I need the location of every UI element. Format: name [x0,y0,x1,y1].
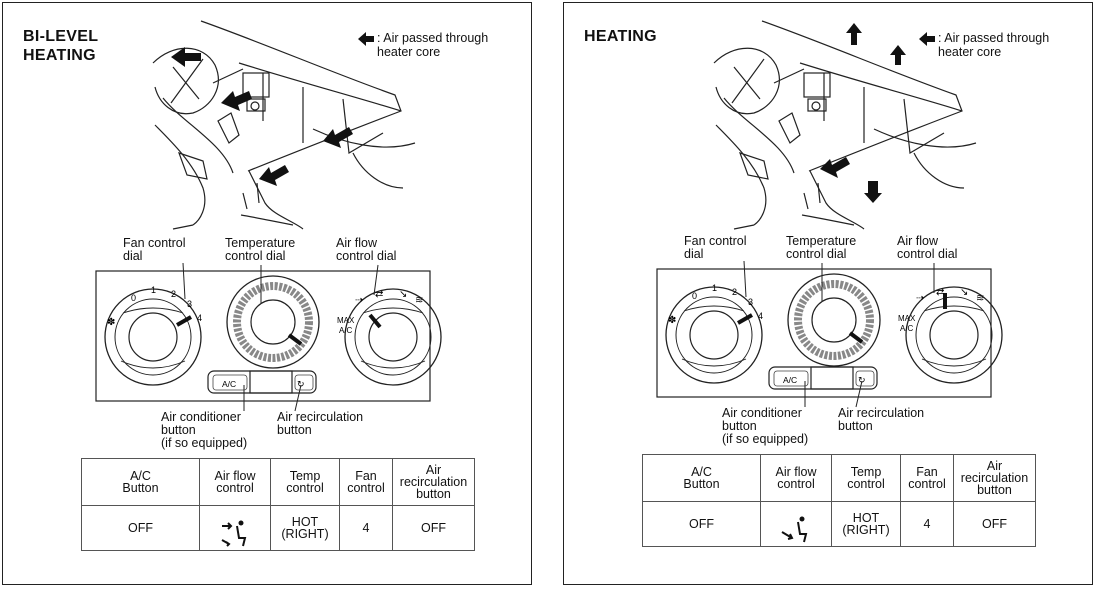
legend-text: : Air passed through heater core [938,31,1050,59]
svg-text:2: 2 [171,289,176,299]
air-conditioner-button-label: Air conditioner button (if so equipped) [722,406,809,446]
air-flow-control-dial[interactable]: ⇢ ⇄ ↘ ≋ MAX A/C [337,288,442,386]
defrost-mode-icon: ≋ [415,295,423,306]
header-ac-button: A/C Button [642,454,761,502]
temperature-control-dial-label: Temperature control dial [225,236,296,263]
face-vent-arrow-icon [171,47,201,67]
foot-mode-icon: ↘ [399,289,407,300]
header-temp-control: Temp control [831,454,901,502]
heating-panel: HEATING : Air passed through heater core [563,2,1093,585]
max-ac-label: MAX [337,316,355,325]
value-ac-button: OFF [642,501,761,547]
control-panel-outline [656,268,992,398]
svg-text:A/C: A/C [222,379,236,389]
max-ac-label: MAX [898,314,916,323]
air-recirculation-button[interactable] [294,374,314,391]
dashboard-illustration: 0 1 2 3 4 ✽ ⇢ ⇄ ↘ ≋ MAX A/C [656,20,1003,408]
svg-text:2: 2 [732,287,737,297]
side-defrost-up-arrow-icon [890,45,906,65]
panel-title: BI-LEVEL HEATING [23,28,99,64]
svg-text:3: 3 [748,297,753,307]
fan-icon: ✽ [107,317,115,328]
header-air-flow-control: Air flow control [199,458,271,506]
settings-table: A/C Button Air flow control Temp control… [642,454,1036,547]
airflow-arrows [820,23,906,203]
bi-level-mode-icon: ⇄ [375,289,383,300]
defrost-mode-icon: ≋ [976,293,984,304]
header-air-recirculation-button: Air recirculation button [953,454,1036,502]
svg-text:A/C: A/C [900,324,914,333]
ac-button[interactable] [773,370,809,387]
legend-arrow-icon [358,32,374,46]
foot-mode-icon: ↘ [960,287,968,298]
svg-text:0: 0 [692,291,697,301]
svg-text:1: 1 [712,283,717,293]
air-flow-control-dial[interactable]: ⇢ ⇄ ↘ ≋ MAX A/C [898,286,1003,384]
foot-mode-icon [781,516,808,543]
button-bar: A/C ↻ [207,370,317,394]
face-mode-icon: ⇢ [355,295,363,306]
fan-control-dial[interactable]: 0 1 2 3 4 ✽ [665,283,763,384]
value-air-flow-control [199,505,271,551]
svg-text:1: 1 [151,285,156,295]
face-mode-icon: ⇢ [916,293,924,304]
header-ac-button: A/C Button [81,458,200,506]
header-fan-control: Fan control [900,454,954,502]
header-air-flow-control: Air flow control [760,454,832,502]
header-temp-control: Temp control [270,458,340,506]
legend-text: : Air passed through heater core [377,31,489,59]
value-fan-control: 4 [339,505,393,551]
header-air-recirculation-button: Air recirculation button [392,458,475,506]
air-flow-control-dial-label: Air flow control dial [336,236,397,263]
value-temp-control: HOT (RIGHT) [831,501,901,547]
floor-arrow-icon [259,165,289,186]
fan-control-dial[interactable]: 0 1 2 3 4 ✽ [104,285,202,386]
value-air-recirculation: OFF [953,501,1036,547]
fan-control-dial-label: Fan control dial [123,236,186,263]
fan-control-dial-label: Fan control dial [684,234,747,261]
air-recirculation-button-label: Air recirculation button [277,410,364,437]
legend-arrow-icon [919,32,935,46]
header-fan-control: Fan control [339,458,393,506]
air-flow-control-dial-label: Air flow control dial [897,234,958,261]
control-panel-outline [95,270,431,402]
temperature-control-dial[interactable] [226,275,320,369]
floor-arrow-icon [820,157,850,178]
button-bar: A/C ↻ [768,366,878,390]
bi-level-heating-panel: BI-LEVEL HEATING : Air passed through he… [2,2,532,585]
panel-title: HEATING [584,28,657,45]
settings-table: A/C Button Air flow control Temp control… [81,458,475,551]
temperature-control-dial[interactable] [787,273,881,367]
fan-icon: ✽ [668,315,676,326]
value-ac-button: OFF [81,505,200,551]
svg-text:4: 4 [197,313,202,323]
svg-text:0: 0 [131,293,136,303]
defrost-up-arrow-icon [846,23,862,45]
air-recirculation-button-label: Air recirculation button [838,406,925,433]
svg-text:4: 4 [758,311,763,321]
center-vent-arrow-icon [221,91,252,111]
value-temp-control: HOT (RIGHT) [270,505,340,551]
recirculation-icon: ↻ [858,375,866,385]
dashboard-illustration: 0 1 2 3 4 ✽ ⇢ ⇄ ↘ ≋ MAX A/C [95,20,442,412]
ac-button[interactable] [212,374,248,391]
passenger-vent-arrow-icon [323,127,353,148]
value-air-flow-control [760,501,832,547]
airflow-arrows [171,47,353,186]
value-fan-control: 4 [900,501,954,547]
rear-floor-down-arrow-icon [864,181,882,203]
bi-level-mode-icon: ⇄ [936,287,944,298]
value-air-recirculation: OFF [392,505,475,551]
svg-text:3: 3 [187,299,192,309]
svg-text:A/C: A/C [783,375,797,385]
svg-text:A/C: A/C [339,326,353,335]
temperature-control-dial-label: Temperature control dial [786,234,857,261]
recirculation-icon: ↻ [297,379,305,389]
bi-level-mode-icon [221,520,247,547]
air-recirculation-button[interactable] [855,370,875,387]
air-conditioner-button-label: Air conditioner button (if so equipped) [161,410,248,450]
